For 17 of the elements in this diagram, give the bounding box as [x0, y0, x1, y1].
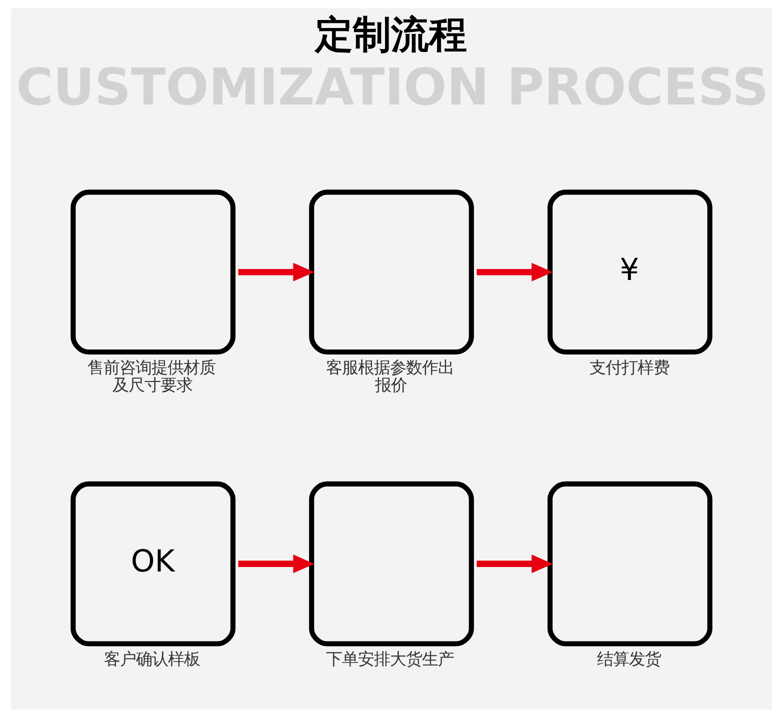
- node-label: 售前咨询提供材质及尺寸要求: [87, 358, 216, 395]
- arrow: [238, 554, 314, 574]
- node-label: 客户确认样板: [104, 650, 200, 669]
- node-label: 客服根据参数作出报价: [326, 358, 454, 395]
- node-label: 支付打样费: [588, 358, 669, 377]
- node-box: [547, 481, 712, 646]
- node-label: 结算发货: [596, 650, 660, 669]
- node-box: [70, 190, 235, 355]
- node-box: [308, 481, 474, 646]
- node-box: ¥: [547, 190, 712, 355]
- arrow: [238, 262, 314, 282]
- arrow: [476, 554, 552, 574]
- node-box: [308, 190, 474, 355]
- node-box: OK: [70, 481, 235, 646]
- diagram-title: 定制流程: [314, 12, 466, 57]
- node-label: 下单安排大货生产: [326, 650, 454, 669]
- arrow: [476, 262, 552, 282]
